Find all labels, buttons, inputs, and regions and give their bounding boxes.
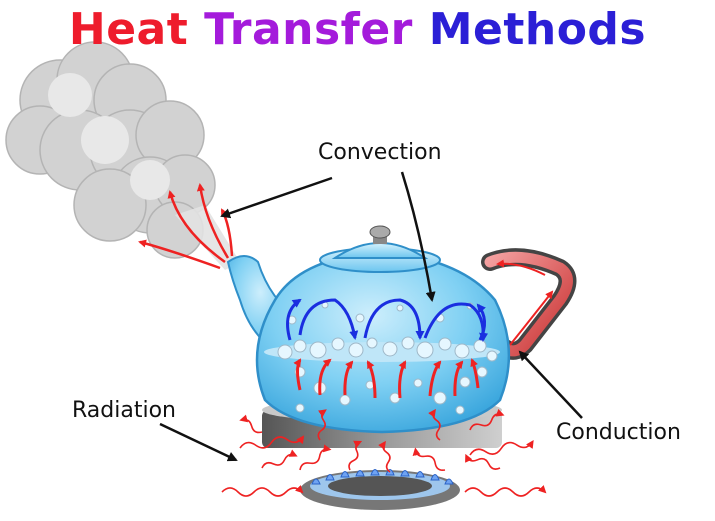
- water-convection-arrows: [286, 298, 489, 399]
- water-bubbles: [264, 301, 500, 415]
- convection-pointer-steam: [220, 176, 333, 219]
- title-word-methods: Methods: [428, 4, 647, 55]
- label-convection: Convection: [318, 140, 442, 165]
- label-conduction: Conduction: [556, 420, 681, 445]
- conduction-pointer: [518, 350, 583, 419]
- radiation-waves: [221, 408, 547, 497]
- page-title: Heat Transfer Methods: [0, 4, 715, 55]
- kettle-body: [255, 250, 511, 434]
- stove-burner: [300, 469, 460, 510]
- label-radiation: Radiation: [72, 398, 176, 423]
- steam-stream: [175, 205, 240, 270]
- title-word-transfer: Transfer: [204, 4, 413, 55]
- radiation-pointer: [159, 422, 238, 462]
- steam-highlight: [48, 73, 170, 200]
- title-word-heat: Heat: [68, 4, 189, 55]
- kettle-handle: [481, 248, 577, 360]
- convection-pointer-water: [400, 171, 436, 302]
- pointer-arrows: [159, 171, 583, 462]
- kettle-lid: [319, 225, 441, 273]
